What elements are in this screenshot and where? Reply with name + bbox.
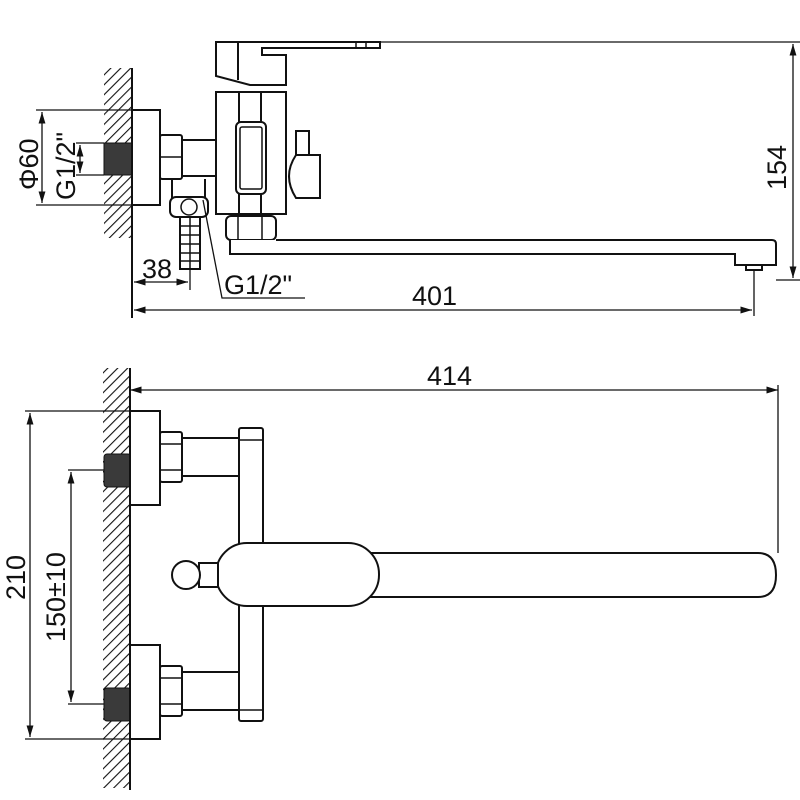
inlet-pipe-lower — [181, 671, 240, 711]
dim-label-401: 401 — [412, 281, 457, 311]
hose-barb — [179, 216, 201, 270]
dim-label-154: 154 — [762, 145, 792, 190]
escutcheon-side — [131, 109, 161, 206]
mixer-body-top — [215, 542, 380, 607]
top-view: 414 210 150±10 — [1, 361, 779, 790]
dim-label-g12-inlet: G1/2" — [51, 132, 81, 200]
dim-label-38: 38 — [142, 254, 172, 284]
diverter-knob — [288, 154, 321, 199]
diverter-window-inner — [239, 126, 263, 190]
diverter-window — [235, 121, 267, 195]
wall-thread-lower — [103, 687, 132, 722]
spout-side — [229, 239, 777, 266]
wall-hatch-top — [103, 368, 130, 788]
wall-thread-side — [103, 142, 133, 176]
escutcheon-upper — [129, 410, 161, 506]
diverter-knob-top — [171, 560, 201, 590]
dim-label-g12-hose: G1/2" — [224, 270, 292, 300]
nut-lower — [159, 665, 183, 717]
hose-nut-center — [180, 198, 198, 216]
hose-nut — [169, 196, 209, 218]
side-view: Φ60 G1/2" 38 G1/2" 401 154 — [14, 41, 800, 318]
dim-label-150: 150±10 — [41, 552, 71, 642]
spout-nut-side — [225, 215, 277, 241]
lever-handle-side — [215, 41, 381, 86]
leader-g12-hose — [202, 199, 305, 299]
escutcheon-lower — [129, 644, 161, 740]
wall-thread-upper — [103, 453, 132, 488]
diverter-knob-stem — [295, 130, 310, 156]
spout-top — [369, 552, 778, 598]
nut-upper — [159, 431, 183, 483]
dim-label-phi60: Φ60 — [14, 138, 44, 190]
aerator — [745, 264, 763, 271]
inlet-pipe-upper — [181, 437, 240, 477]
diverter-stem-top — [198, 562, 219, 588]
dim-label-210: 210 — [1, 555, 31, 600]
dim-label-414: 414 — [427, 361, 472, 391]
